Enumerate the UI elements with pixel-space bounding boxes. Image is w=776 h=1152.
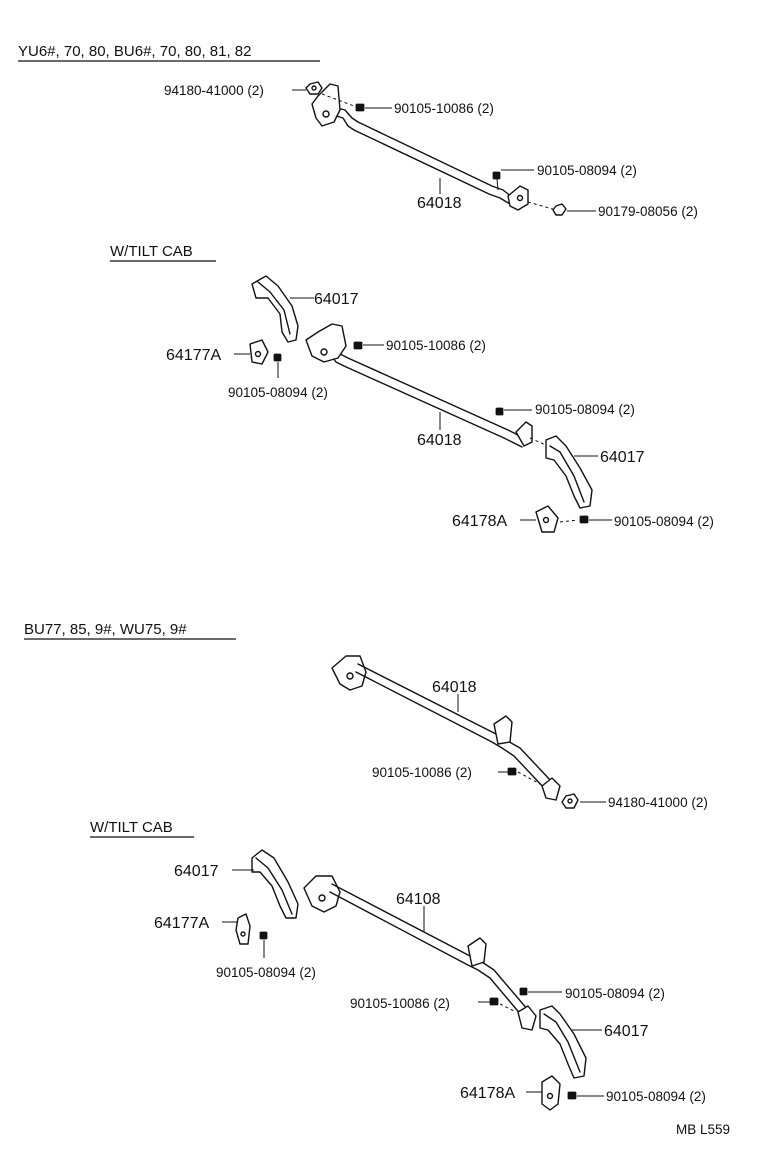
s4-left-bracket-hole: [318, 894, 326, 902]
s2-left-bracket: [305, 323, 347, 363]
s3-end-fitting: [541, 777, 561, 801]
s2-label-90105-08094-bottom: 90105-08094 (2): [614, 514, 714, 529]
s2-bolt-icon-bottom: [579, 515, 589, 524]
s4-bracket-64178A-hole: [546, 1092, 554, 1100]
s2-bolt-icon-left: [273, 353, 282, 362]
section-2-title: W/TILT CAB: [110, 243, 193, 260]
s4-label-64017-top: 64017: [174, 863, 219, 880]
s1-nut-icon-2: [552, 203, 567, 216]
s1-label-90179: 90179-08056 (2): [598, 204, 698, 219]
s4-label-64108: 64108: [396, 891, 441, 908]
s2-label-90105-08094-right: 90105-08094 (2): [535, 402, 635, 417]
s4-label-64017-bottom: 64017: [604, 1023, 649, 1040]
s2-label-64018: 64018: [417, 432, 462, 449]
s2-bracket-64178A-hole: [542, 516, 550, 524]
s1-bolt-icon: [355, 103, 365, 112]
section-4: W/TILT CAB 64017 64177A 90105-08094 (2) …: [90, 819, 706, 1111]
s4-left-bracket: [303, 875, 341, 913]
s4-bolt-icon-10086: [489, 997, 499, 1006]
s1-tube-lower: [329, 113, 519, 209]
s1-left-bracket: [311, 83, 341, 127]
s4-label-90105-08094-left: 90105-08094 (2): [216, 965, 316, 980]
s1-bolt-icon-2: [492, 171, 501, 180]
section-3: BU77, 85, 9#, WU75, 9# 64018 90105-10086…: [24, 621, 708, 810]
s3-tube-lower: [355, 671, 547, 791]
s4-bracket-64177A-hole: [240, 931, 246, 937]
s4-bolt-icon-right: [519, 987, 528, 996]
s3-label-64018: 64018: [432, 679, 477, 696]
s4-hose-64017-bottom-line: [543, 1013, 581, 1073]
s2-dash-2: [559, 519, 579, 523]
s1-tube-upper: [329, 105, 521, 203]
s4-bolt-icon-left: [259, 931, 268, 940]
s2-label-64178A: 64178A: [452, 513, 507, 530]
s1-right-bracket-hole: [516, 194, 524, 202]
section-1: YU6#, 70, 80, BU6#, 70, 80, 81, 82 94180…: [18, 43, 698, 219]
s2-hose-64017-bottom: [545, 435, 593, 509]
s1-label-90105-08094: 90105-08094 (2): [537, 163, 637, 178]
section-3-title: BU77, 85, 9#, WU75, 9#: [24, 621, 187, 638]
s2-left-bracket-hole: [320, 348, 328, 356]
s4-label-64178A: 64178A: [460, 1085, 515, 1102]
s4-tube-lower: [329, 891, 523, 1017]
s3-nut-hole: [567, 798, 573, 804]
s1-nut-hole: [311, 85, 317, 91]
s4-bolt-icon-bottom: [567, 1091, 577, 1100]
s2-label-64017-top: 64017: [314, 291, 359, 308]
s1-dash-2: [527, 201, 557, 211]
section-2: W/TILT CAB 64017 64177A 90105-08094 (2) …: [110, 243, 714, 533]
s3-label-90105-10086: 90105-10086 (2): [372, 765, 472, 780]
s2-hose-64017-top: [251, 275, 299, 343]
s4-label-90105-10086: 90105-10086 (2): [350, 996, 450, 1011]
s3-bolt-icon: [507, 767, 517, 776]
s2-label-64017-bottom: 64017: [600, 449, 645, 466]
s2-bolt-icon-right: [495, 407, 504, 416]
s2-label-90105-08094-left: 90105-08094 (2): [228, 385, 328, 400]
footer-code: MB L559: [676, 1122, 730, 1137]
s2-tube-upper: [315, 339, 525, 441]
s4-label-90105-08094-right: 90105-08094 (2): [565, 986, 665, 1001]
s4-end-fitting: [517, 1005, 537, 1031]
s4-hose-64017-bottom: [539, 1005, 587, 1079]
s2-bracket-64177A-hole: [254, 350, 262, 358]
s3-mid-bracket: [493, 715, 513, 745]
s1-left-bracket-hole: [322, 110, 330, 118]
s2-bolt-icon-10086: [353, 341, 363, 350]
s2-label-90105-10086: 90105-10086 (2): [386, 338, 486, 353]
s4-mid-bracket: [467, 937, 487, 967]
s4-label-90105-08094-bottom: 90105-08094 (2): [606, 1089, 706, 1104]
s2-hose-64017-top-line: [257, 281, 291, 335]
s2-right-bracket: [515, 421, 533, 447]
s3-left-bracket-hole: [346, 672, 354, 680]
s3-label-94180: 94180-41000 (2): [608, 795, 708, 810]
s4-hose-64017-top-line: [255, 857, 293, 915]
s4-label-64177A: 64177A: [154, 915, 209, 932]
section-4-title: W/TILT CAB: [90, 819, 173, 836]
s1-label-64018: 64018: [417, 195, 462, 212]
s1-label-94180: 94180-41000 (2): [164, 83, 264, 98]
s2-hose-64017-bottom-line: [549, 445, 585, 503]
s3-dash-1: [517, 771, 541, 785]
s2-label-64177A: 64177A: [166, 347, 221, 364]
s1-label-90105-10086: 90105-10086 (2): [394, 101, 494, 116]
section-1-title: YU6#, 70, 80, BU6#, 70, 80, 81, 82: [18, 43, 252, 60]
s1-bolt2-shank: [496, 178, 499, 191]
s4-dash-1: [499, 1003, 517, 1013]
s4-bracket-64177A: [235, 913, 251, 945]
